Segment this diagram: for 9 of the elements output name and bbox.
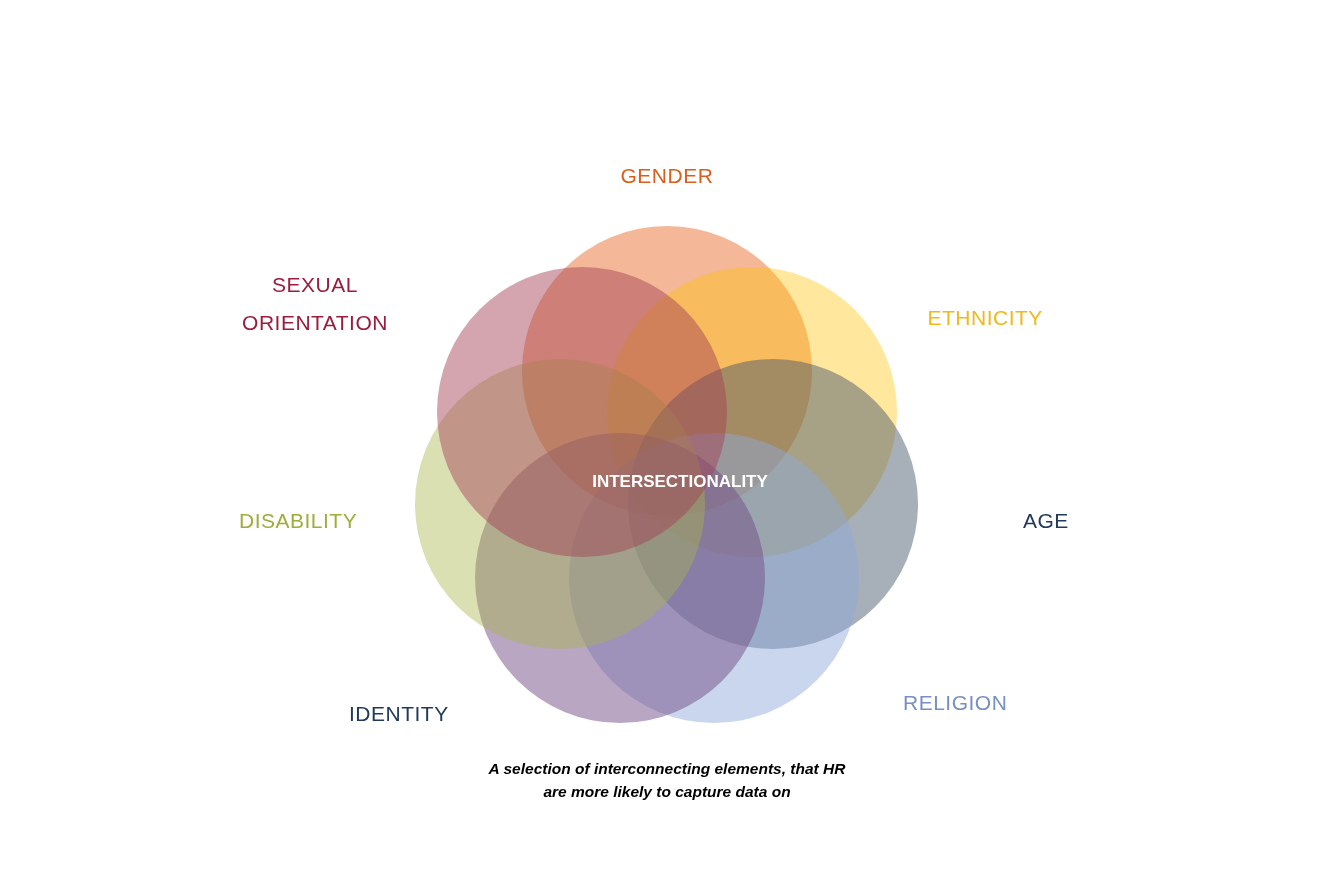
category-label: ETHNICITY [927,305,1043,331]
category-label: AGE [1023,508,1069,534]
category-label: DISABILITY [239,508,358,534]
caption: A selection of interconnecting elements, that HR are more likely to capture data on [487,759,847,802]
category-label: SEXUAL ORIENTATION [241,272,389,336]
category-label: RELIGION [903,690,1008,716]
center-label: INTERSECTIONALITY [591,472,769,492]
category-label: GENDER [620,163,714,189]
category-label: IDENTITY [349,701,449,727]
